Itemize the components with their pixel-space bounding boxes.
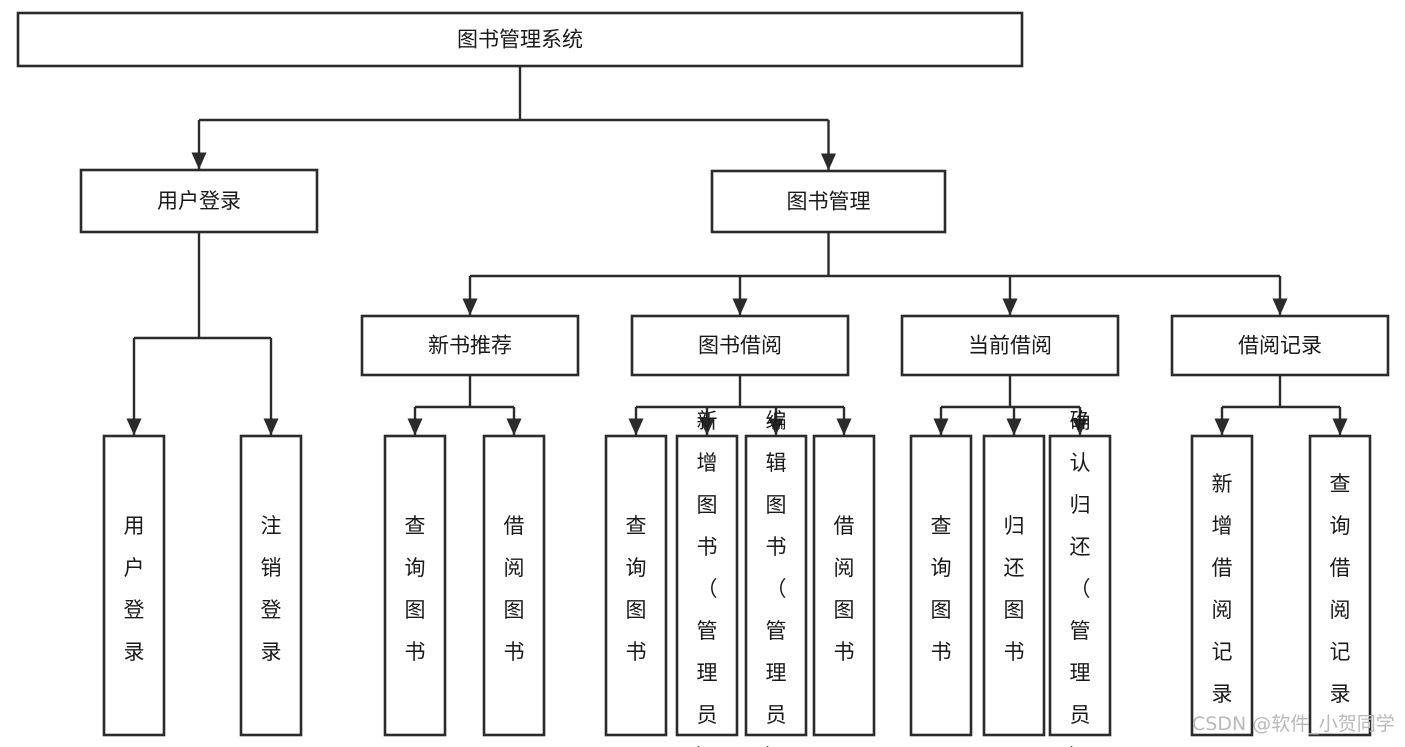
node-lf-userlogin[interactable]: 用户登录 bbox=[102, 434, 166, 737]
node-lf-query1[interactable]: 查询图书 bbox=[383, 434, 447, 737]
arrow-head-icon bbox=[1006, 418, 1022, 436]
arrow-head-icon bbox=[699, 418, 715, 436]
arrow-head-icon bbox=[126, 418, 142, 436]
node-label: 新增借阅记录 bbox=[1212, 472, 1233, 706]
node-lf-addbook[interactable]: 新增图书（管理员） bbox=[675, 409, 739, 747]
connector-layer bbox=[126, 66, 1348, 436]
arrow-head-icon bbox=[506, 418, 522, 436]
node-lf-borrow2[interactable]: 借阅图书 bbox=[812, 434, 876, 737]
node-root[interactable]: 图书管理系统 bbox=[16, 11, 1024, 68]
node-label: 归还图书 bbox=[1004, 514, 1025, 664]
node-lf-confirm[interactable]: 确认归还（管理员） bbox=[1048, 409, 1112, 747]
node-label: 图书借阅 bbox=[698, 334, 782, 358]
node-label: 图书管理系统 bbox=[457, 28, 583, 52]
arrow-head-icon bbox=[628, 418, 644, 436]
node-box bbox=[79, 168, 319, 234]
arrow-head-icon bbox=[1332, 418, 1348, 436]
arrow-head-icon bbox=[1072, 418, 1088, 436]
node-box bbox=[812, 434, 876, 737]
node-box bbox=[482, 434, 546, 737]
node-lf-borrow1[interactable]: 借阅图书 bbox=[482, 434, 546, 737]
node-l2-books[interactable]: 图书管理 bbox=[710, 169, 947, 234]
arrow-head-icon bbox=[263, 418, 279, 436]
node-label: 新书推荐 bbox=[428, 334, 512, 358]
node-l3-newbook[interactable]: 新书推荐 bbox=[360, 314, 580, 377]
node-lf-query2[interactable]: 查询图书 bbox=[604, 434, 668, 737]
node-lf-addrecord[interactable]: 新增借阅记录 bbox=[1190, 434, 1254, 737]
node-box bbox=[909, 434, 973, 737]
node-box bbox=[1190, 434, 1254, 737]
arrow-head-icon bbox=[1214, 418, 1230, 436]
node-label: 借阅记录 bbox=[1238, 334, 1322, 358]
node-label: 用户登录 bbox=[124, 514, 145, 664]
node-box bbox=[16, 11, 1024, 68]
node-label: 用户登录 bbox=[157, 189, 241, 213]
node-label: 编辑图书（管理员） bbox=[766, 409, 787, 747]
arrow-head-icon bbox=[768, 418, 784, 436]
node-layer: 图书管理系统用户登录图书管理新书推荐图书借阅当前借阅借阅记录用户登录注销登录查询… bbox=[16, 11, 1390, 747]
arrow-head-icon bbox=[933, 418, 949, 436]
node-label: 确认归还（管理员） bbox=[1070, 409, 1091, 747]
node-box bbox=[239, 434, 303, 737]
node-l2-login[interactable]: 用户登录 bbox=[79, 168, 319, 234]
node-label: 图书管理 bbox=[787, 190, 871, 214]
node-label: 查询借阅记录 bbox=[1330, 472, 1351, 706]
arrow-head-icon bbox=[1002, 298, 1018, 316]
node-l3-current[interactable]: 当前借阅 bbox=[900, 314, 1120, 377]
node-l3-borrow[interactable]: 图书借阅 bbox=[630, 314, 850, 377]
arrow-head-icon bbox=[1272, 298, 1288, 316]
node-label: 查询图书 bbox=[405, 514, 426, 664]
node-label: 新增图书（管理员） bbox=[697, 409, 718, 747]
node-box bbox=[383, 434, 447, 737]
node-label: 借阅图书 bbox=[834, 514, 855, 664]
node-box bbox=[102, 434, 166, 737]
arrow-head-icon bbox=[191, 152, 207, 170]
node-box bbox=[900, 314, 1120, 377]
node-lf-logout[interactable]: 注销登录 bbox=[239, 434, 303, 737]
node-label: 注销登录 bbox=[261, 514, 282, 664]
arrow-head-icon bbox=[821, 153, 836, 171]
arrow-head-icon bbox=[732, 298, 748, 316]
node-label: 查询图书 bbox=[931, 514, 952, 664]
node-box bbox=[630, 314, 850, 377]
node-label: 当前借阅 bbox=[968, 334, 1052, 358]
node-box bbox=[1308, 434, 1372, 737]
node-lf-editbook[interactable]: 编辑图书（管理员） bbox=[744, 409, 808, 747]
node-box bbox=[1170, 314, 1390, 377]
node-box bbox=[360, 314, 580, 377]
node-lf-return[interactable]: 归还图书 bbox=[982, 434, 1046, 737]
node-box bbox=[604, 434, 668, 737]
node-box bbox=[1048, 434, 1112, 737]
node-box bbox=[675, 434, 739, 737]
arrow-head-icon bbox=[836, 418, 852, 436]
node-lf-query3[interactable]: 查询图书 bbox=[909, 434, 973, 737]
node-l3-record[interactable]: 借阅记录 bbox=[1170, 314, 1390, 377]
watermark-label: CSDN @软件_小贺同学 bbox=[1192, 713, 1395, 735]
arrow-head-icon bbox=[462, 298, 478, 316]
node-box bbox=[744, 434, 808, 737]
node-box bbox=[710, 169, 947, 234]
arrow-head-icon bbox=[407, 418, 423, 436]
node-box bbox=[982, 434, 1046, 737]
node-label: 查询图书 bbox=[626, 514, 647, 664]
node-lf-queryrecord[interactable]: 查询借阅记录 bbox=[1308, 434, 1372, 737]
node-label: 借阅图书 bbox=[504, 514, 525, 664]
